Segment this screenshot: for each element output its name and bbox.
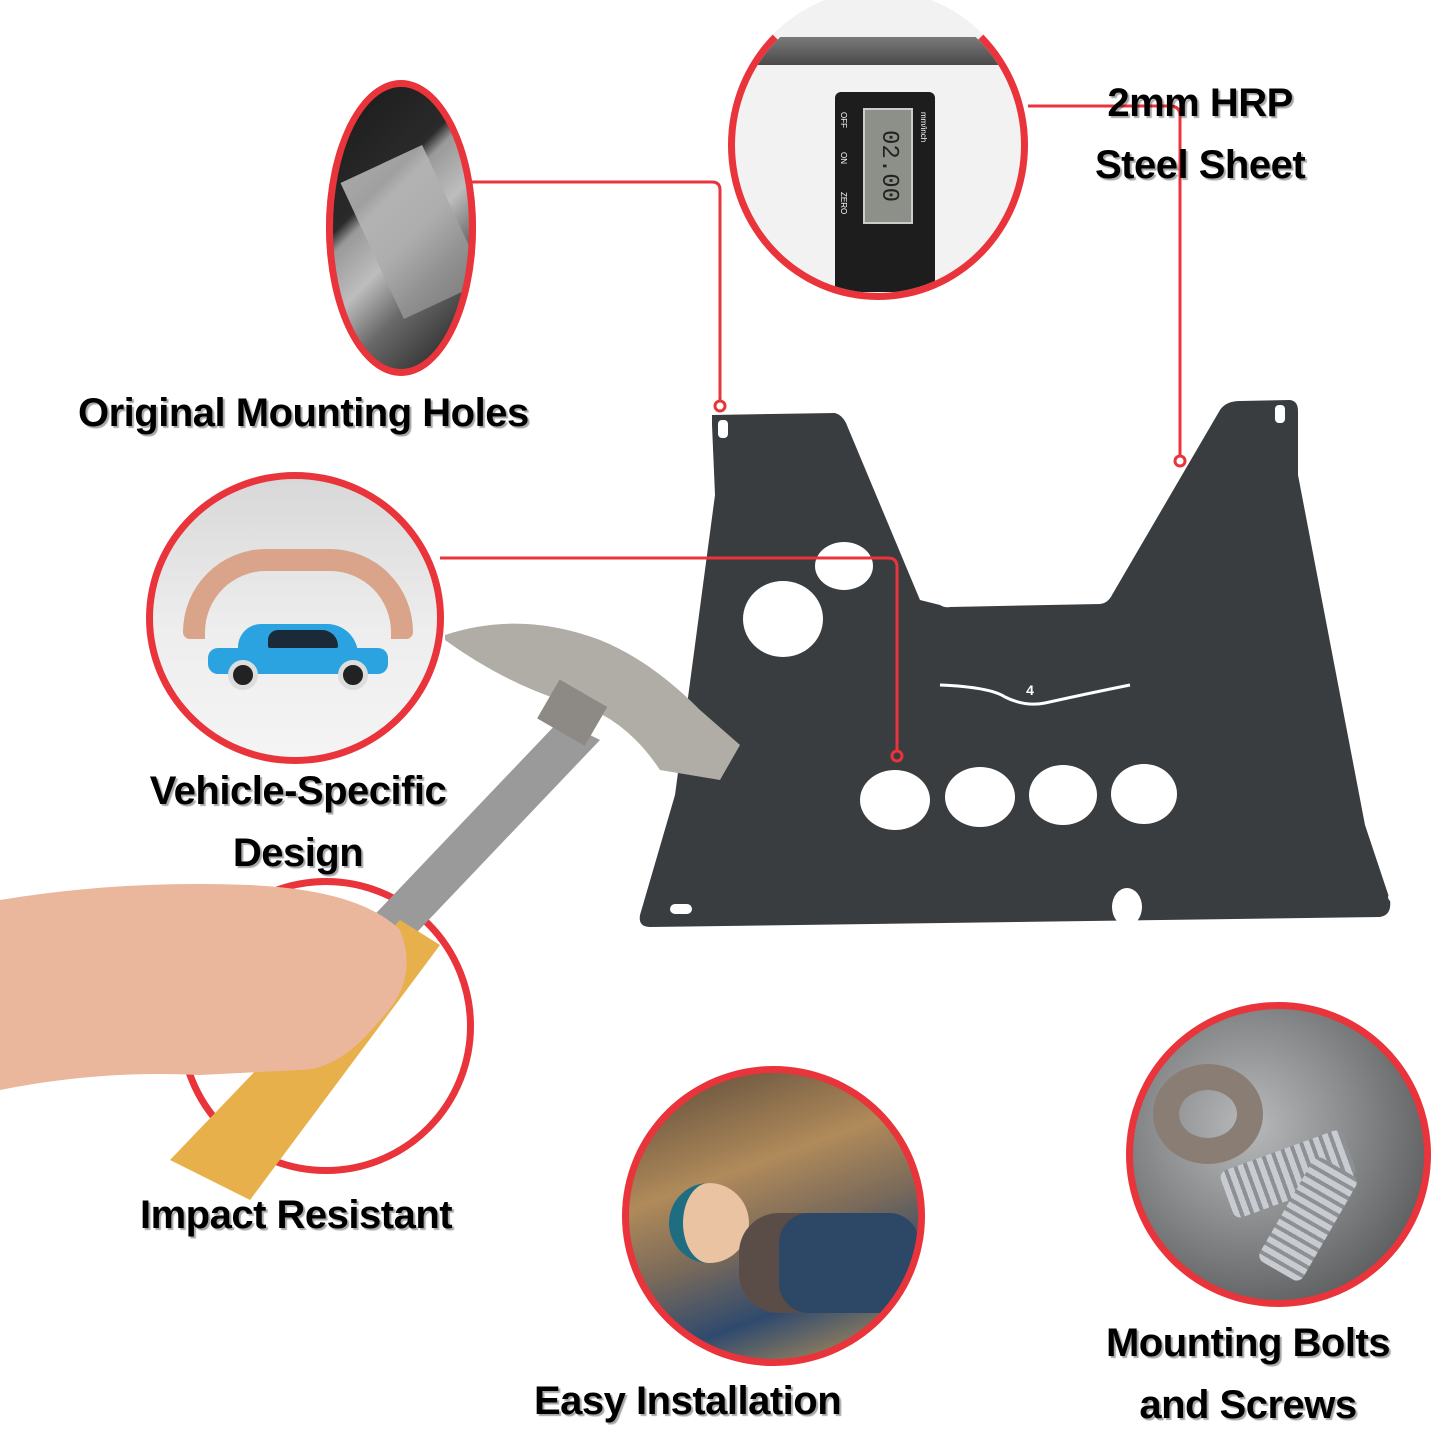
label-bolts-line-1: Mounting Bolts [1105, 1321, 1391, 1365]
caliper-photo: 02.00 OFF ON ZERO mm/inch [728, 0, 1028, 300]
installation-photo [622, 1066, 925, 1366]
label-mounting-bolts: Mounting Bolts and Screws [1078, 1318, 1418, 1430]
label-impact-resistant: Impact Resistant [140, 1193, 453, 1237]
label-easy-installation: Easy Installation [534, 1379, 842, 1423]
caliper-off-button: OFF [839, 112, 848, 128]
caliper-jaw [755, 37, 1015, 65]
label-steel-line-2: Steel Sheet [1095, 143, 1306, 187]
label-steel-line-1: 2mm HRP [1107, 81, 1293, 125]
label-bolts-line-2: and Screws [1139, 1383, 1357, 1427]
bolts-photo [1126, 1002, 1431, 1307]
label-original-mounting-holes: Original Mounting Holes [78, 391, 529, 435]
label-vehicle-line-1: Vehicle-Specific [149, 769, 447, 813]
mechanic-icon [669, 1183, 749, 1263]
mounting-holes-photo [326, 80, 476, 376]
label-vehicle-line-2: Design [232, 831, 364, 875]
caliper-zero-button: ZERO [839, 192, 848, 215]
caliper-display: 02.00 [863, 108, 913, 224]
skid-plate: 4 [639, 400, 1412, 927]
washer-icon [1153, 1064, 1263, 1164]
caliper-unit-button: mm/inch [919, 112, 928, 143]
hammer-in-hand-icon [0, 623, 740, 1200]
blue-car-icon [208, 624, 388, 690]
underbody-mount-icon [340, 145, 469, 319]
caliper-on-button: ON [839, 152, 848, 164]
svg-text:4: 4 [1026, 682, 1034, 698]
caliper-body: 02.00 OFF ON ZERO mm/inch [835, 92, 935, 292]
label-vehicle-specific: Vehicle-Specific Design [118, 766, 478, 878]
label-steel-sheet: 2mm HRP Steel Sheet [1095, 78, 1306, 190]
vehicle-photo [146, 472, 444, 764]
